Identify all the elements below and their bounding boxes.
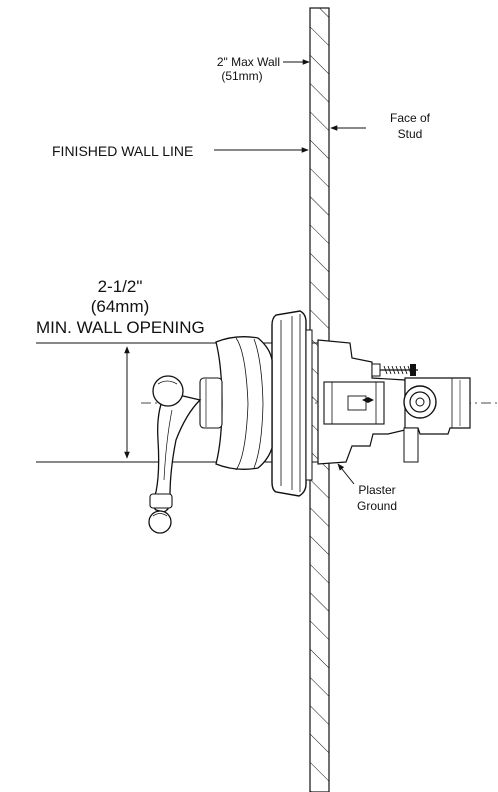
plaster-ground-label-line1: Plaster bbox=[358, 483, 395, 497]
escutcheon-plate bbox=[271, 310, 313, 497]
dimension-metric: (64mm) bbox=[91, 297, 150, 316]
face-of-stud-label-line2: Stud bbox=[398, 127, 423, 141]
dimension-imperial: 2-1/2" bbox=[98, 277, 143, 296]
lever-handle bbox=[148, 375, 202, 534]
plaster-ground-label: Plaster Ground bbox=[337, 463, 397, 513]
min-wall-opening-text: MIN. WALL OPENING bbox=[36, 318, 205, 337]
max-wall-label-line1: 2" Max Wall bbox=[217, 55, 280, 69]
port-housing bbox=[403, 377, 471, 463]
finished-wall-line-text: FINISHED WALL LINE bbox=[52, 143, 193, 159]
handle-bell bbox=[199, 336, 273, 471]
min-wall-opening-label: 2-1/2" (64mm) MIN. WALL OPENING bbox=[36, 277, 205, 337]
face-of-stud-label-line1: Face of bbox=[390, 111, 431, 125]
valve-body bbox=[317, 339, 411, 465]
max-wall-label: 2" Max Wall (51mm) bbox=[217, 55, 310, 83]
finished-wall-line-label: FINISHED WALL LINE bbox=[52, 143, 309, 159]
face-of-stud-label: Face of Stud bbox=[330, 111, 431, 141]
max-wall-label-line2: (51mm) bbox=[221, 69, 262, 83]
plaster-ground-label-line2: Ground bbox=[357, 499, 397, 513]
threaded-stem bbox=[371, 363, 418, 377]
